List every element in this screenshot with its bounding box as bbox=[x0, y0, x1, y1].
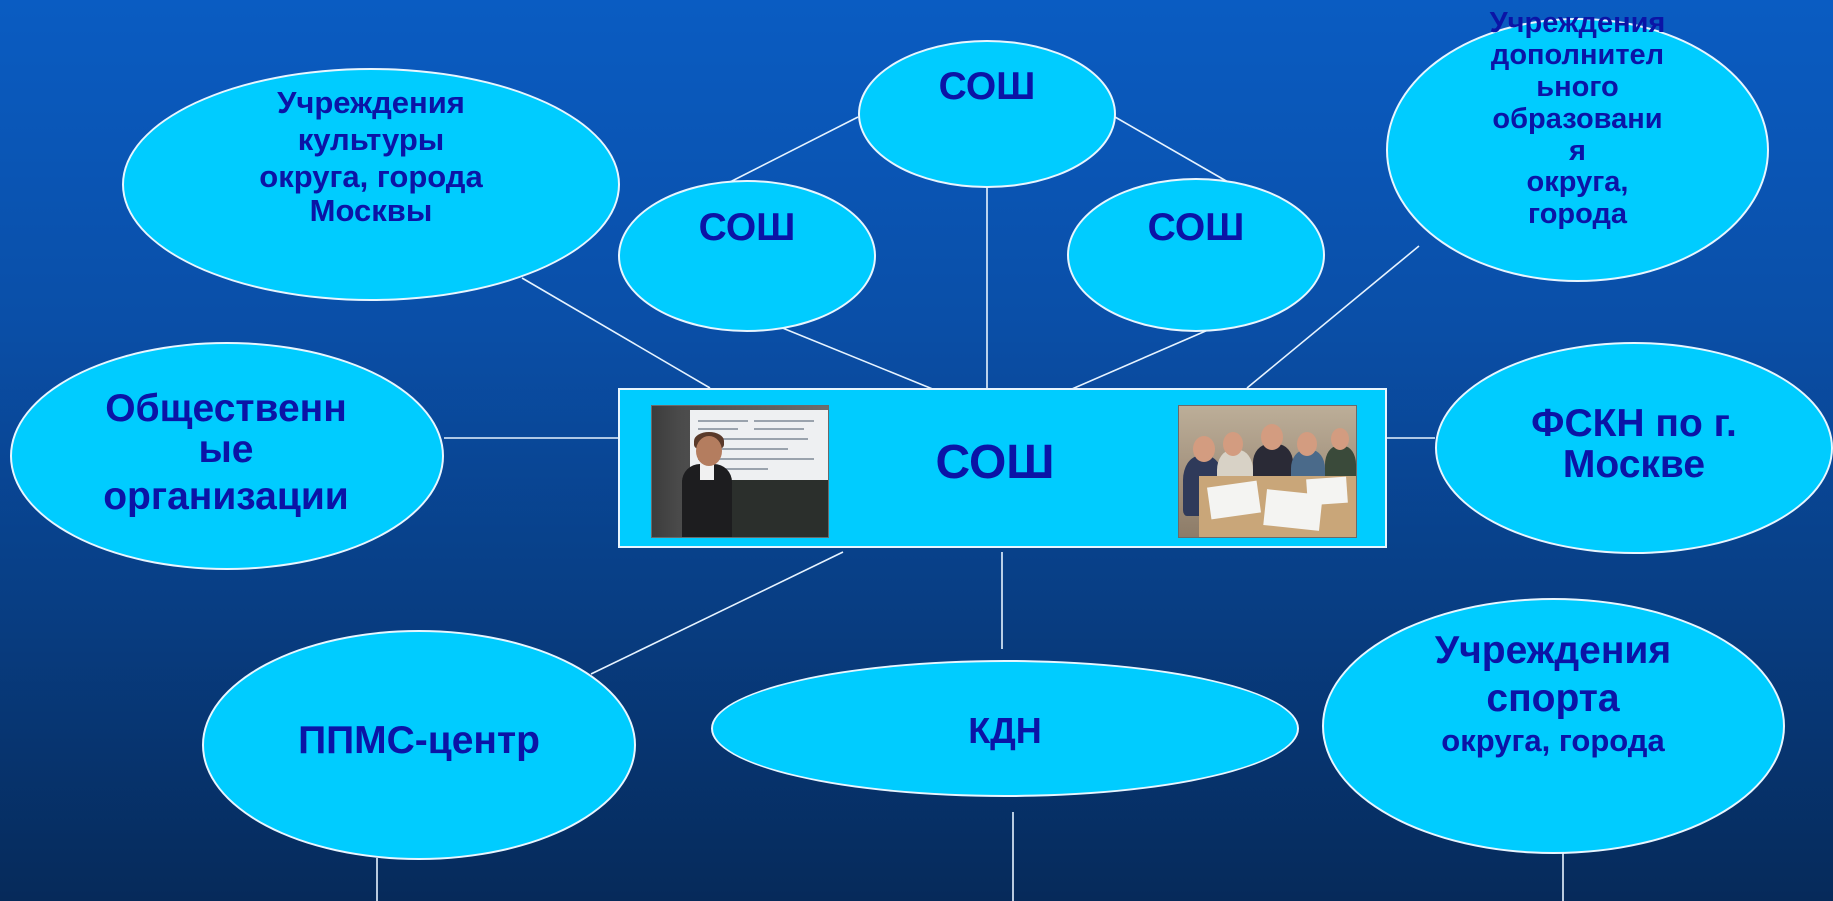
teacher-collar-shape bbox=[700, 464, 714, 480]
additional-line-2: дополнител bbox=[1490, 38, 1665, 71]
additional-line-3: ьного bbox=[1536, 70, 1619, 103]
additional-line-4: образовани bbox=[1492, 102, 1663, 135]
node-ppms-center-label: ППМС-центр bbox=[298, 719, 540, 762]
node-culture-institutions bbox=[122, 68, 620, 301]
node-additional-education bbox=[1386, 18, 1769, 282]
person-3-face bbox=[1261, 424, 1283, 450]
culture-line-1: Учреждения bbox=[277, 85, 465, 120]
person-1-face bbox=[1193, 436, 1215, 462]
node-school-left-label: СОШ bbox=[698, 206, 796, 249]
connector-ppms-to-center bbox=[590, 551, 844, 675]
node-sport-institutions bbox=[1322, 598, 1785, 854]
additional-line-1: Учреждения bbox=[1489, 7, 1666, 39]
node-fskn-label: ФСКН по г. Москве bbox=[1494, 402, 1774, 486]
node-school-top bbox=[858, 40, 1116, 188]
group-at-table-photo bbox=[1178, 405, 1357, 538]
person-2-face bbox=[1223, 432, 1243, 456]
teacher-head-shape bbox=[696, 436, 722, 466]
connector-top-to-right-school bbox=[1114, 116, 1229, 183]
connector-additional-to-center bbox=[1246, 245, 1420, 389]
person-4-face bbox=[1297, 432, 1317, 456]
additional-line-5: я bbox=[1569, 134, 1586, 167]
node-public-organizations-label: Общественн ые организации bbox=[76, 386, 376, 520]
center-school-label: СОШ bbox=[935, 436, 1055, 489]
public-line-2: ые bbox=[198, 427, 254, 471]
additional-line-7: города bbox=[1528, 198, 1627, 231]
node-sport-institutions-label: Учреждения спорта округа, города bbox=[1403, 627, 1703, 760]
sport-line-3: округа, города bbox=[1441, 723, 1665, 759]
culture-line-2: культуры bbox=[297, 122, 445, 158]
teacher-at-board-photo bbox=[651, 405, 829, 538]
node-additional-education-label: Учреждения дополнител ьного образовани я… bbox=[1450, 7, 1705, 231]
culture-line-3: округа, города bbox=[259, 159, 483, 195]
connector-culture-to-center bbox=[521, 277, 711, 389]
culture-line-4: Москвы bbox=[309, 192, 433, 228]
node-school-right bbox=[1067, 178, 1325, 332]
node-school-top-label: СОШ bbox=[938, 65, 1036, 108]
fskn-line-2: Москве bbox=[1562, 442, 1706, 486]
person-5-face bbox=[1331, 428, 1349, 450]
public-line-3: организации bbox=[103, 474, 349, 518]
node-fskn bbox=[1435, 342, 1833, 554]
node-school-left bbox=[618, 180, 876, 332]
node-kdn bbox=[711, 660, 1299, 797]
public-line-1: Общественн bbox=[105, 387, 347, 430]
paper-3-shape bbox=[1306, 476, 1348, 506]
node-ppms-center bbox=[202, 630, 636, 860]
sport-line-2: спорта bbox=[1486, 676, 1620, 720]
node-public-organizations bbox=[10, 342, 444, 570]
connector-left-school-to-center bbox=[779, 326, 941, 393]
fskn-line-1: ФСКН по г. bbox=[1531, 402, 1737, 445]
node-kdn-label: КДН bbox=[968, 710, 1042, 751]
connector-right-school-to-center bbox=[1064, 329, 1209, 393]
additional-line-6: округа, bbox=[1526, 166, 1629, 199]
node-culture-label: Учреждения культуры округа, города Москв… bbox=[221, 84, 521, 229]
sport-line-1: Учреждения bbox=[1434, 629, 1672, 672]
connector-top-to-left-school bbox=[729, 116, 859, 183]
node-school-right-label: СОШ bbox=[1147, 206, 1245, 249]
